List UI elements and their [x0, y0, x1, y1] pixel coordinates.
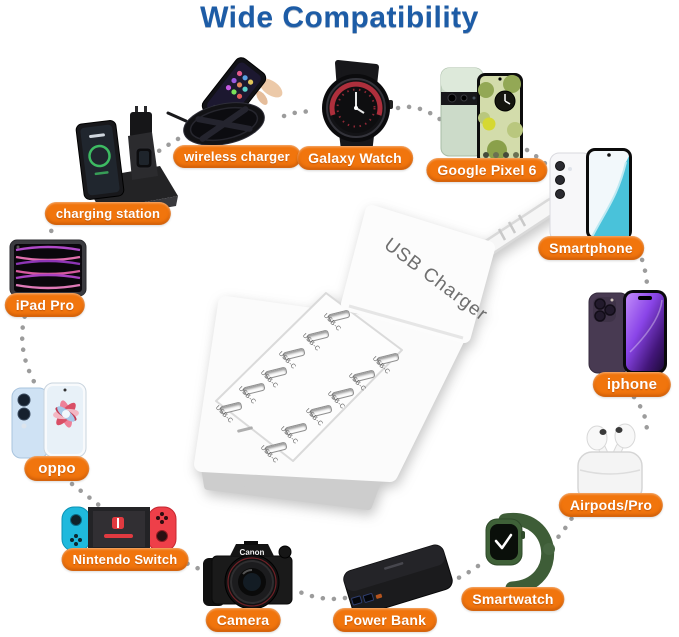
- cable-ribs: [497, 214, 527, 241]
- badge-power-bank: Power Bank: [332, 608, 438, 632]
- badge-smartphone: Smartphone: [538, 236, 644, 260]
- wall-plug: [130, 112, 152, 138]
- power-bank-image: [343, 544, 453, 616]
- camera-brand-text: Canon: [240, 548, 265, 557]
- badge-wireless-charger: wireless charger: [173, 145, 301, 168]
- smartphone-image: [549, 148, 632, 242]
- cap-body-seam: [348, 304, 464, 340]
- badge-oppo: oppo: [24, 456, 90, 481]
- dotted-segment: [547, 506, 580, 549]
- airpods-image: [577, 423, 643, 503]
- dotted-segment: [290, 586, 348, 602]
- wireless-charger-image: [166, 57, 283, 146]
- camera-image: Canon: [203, 541, 293, 610]
- oppo-image: [11, 382, 87, 459]
- google-pixel-6-image: [440, 67, 523, 165]
- badge-ipad-pro: iPad Pro: [4, 293, 86, 317]
- usb-charger-image: USB Charger: [194, 189, 593, 510]
- badge-airpods: Airpods/Pro: [558, 493, 664, 517]
- badge-nintendo-switch: Nintendo Switch: [61, 548, 189, 571]
- galaxy-watch-image: [322, 60, 393, 156]
- charger-port-panel: [215, 292, 403, 462]
- iphone-image: [588, 290, 667, 374]
- badge-iphone: iphone: [592, 372, 672, 397]
- badge-galaxy-watch: Galaxy Watch: [297, 146, 413, 170]
- page-title: Wide Compatibility: [200, 1, 479, 34]
- smartwatch-image: [485, 512, 555, 595]
- badge-charging-station: charging station: [44, 202, 172, 225]
- dotted-segment: [69, 481, 103, 509]
- dotted-segment: [631, 394, 649, 441]
- badge-camera: Camera: [205, 608, 281, 632]
- dotted-segment: [395, 104, 444, 123]
- charger-cap: [341, 205, 495, 343]
- dotted-segment: [19, 303, 43, 395]
- nintendo-switch-image: [61, 506, 177, 552]
- dotted-segment: [281, 109, 319, 119]
- ipad-pro-image: [9, 239, 87, 297]
- badge-google-pixel-6: Google Pixel 6: [426, 158, 548, 182]
- badge-smartwatch: Smartwatch: [461, 587, 565, 611]
